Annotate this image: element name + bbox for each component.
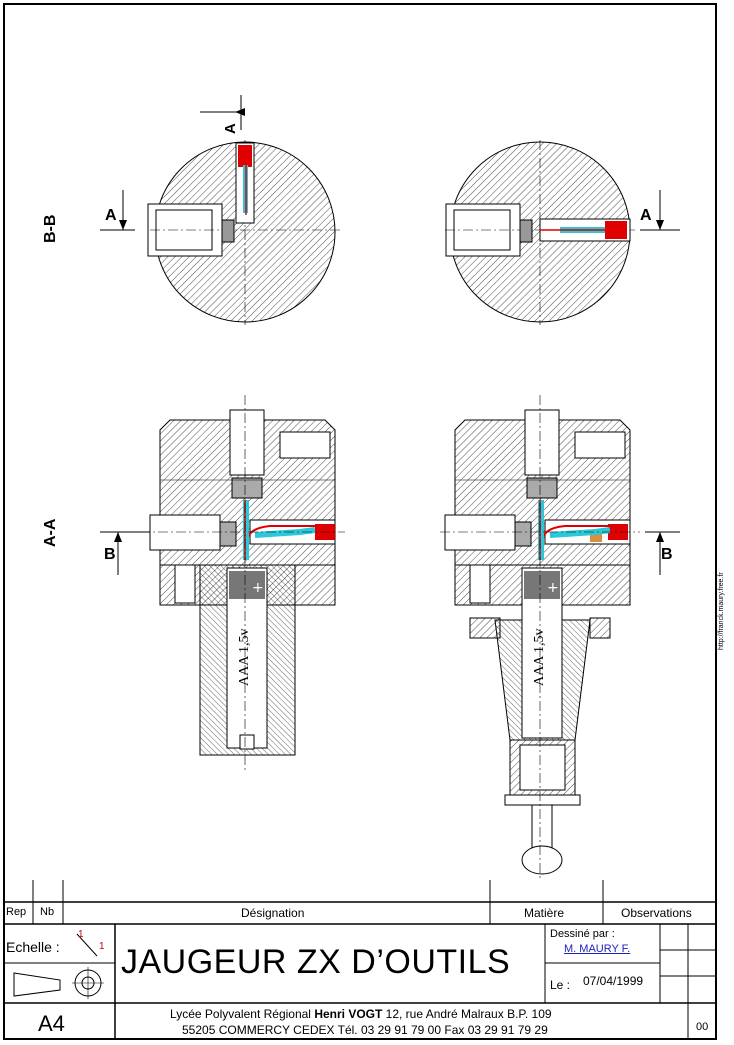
echelle-label: Echelle : bbox=[6, 939, 60, 955]
dessine-par-label: Dessiné par : bbox=[550, 928, 615, 940]
scale-numerator: 1 bbox=[78, 929, 84, 940]
website-url: http://franck.maury.free.fr bbox=[718, 572, 725, 650]
arrow-a-left-label: A bbox=[105, 207, 117, 224]
paper-format: A4 bbox=[38, 1011, 65, 1036]
svg-text:+: + bbox=[547, 580, 559, 596]
arrow-b-left-label: B bbox=[104, 546, 116, 563]
scale-denominator: 1 bbox=[99, 941, 105, 952]
revision-index: 00 bbox=[696, 1021, 709, 1033]
title-block-grid bbox=[3, 880, 717, 1040]
arrow-b-right-label: B bbox=[661, 546, 673, 563]
section-aa-left: + bbox=[100, 395, 345, 770]
header-observations: Observations bbox=[621, 906, 692, 920]
arrow-a-right-label: A bbox=[640, 207, 652, 224]
drawing-title: JAUGEUR ZX D’OUTILS bbox=[121, 943, 511, 981]
header-nb: Nb bbox=[40, 906, 55, 918]
section-bb-right bbox=[445, 140, 680, 325]
school-line-1: Lycée Polyvalent Régional Henri VOGT 12,… bbox=[170, 1007, 552, 1021]
section-aa-right: + bbox=[440, 395, 680, 880]
arrow-a-top-label: A bbox=[222, 123, 239, 134]
section-aa-label: A-A bbox=[42, 518, 59, 547]
header-designation: Désignation bbox=[241, 906, 305, 920]
section-bb-left bbox=[100, 95, 340, 325]
header-matiere: Matière bbox=[524, 906, 565, 920]
date-label: Le : bbox=[550, 978, 571, 992]
drawing-date: 07/04/1999 bbox=[583, 974, 644, 988]
header-rep: Rep bbox=[6, 906, 27, 918]
drawing-frame bbox=[3, 3, 717, 1040]
battery-label-left: AAA 1,5v bbox=[237, 628, 252, 686]
school-line-2: 55205 COMMERCY CEDEX Tél. 03 29 91 79 00… bbox=[182, 1023, 548, 1037]
battery-label-right: AAA 1,5v bbox=[532, 628, 547, 686]
section-bb-label: B-B bbox=[42, 214, 59, 243]
author-name: M. MAURY F. bbox=[564, 943, 631, 955]
svg-text:+: + bbox=[252, 580, 264, 596]
